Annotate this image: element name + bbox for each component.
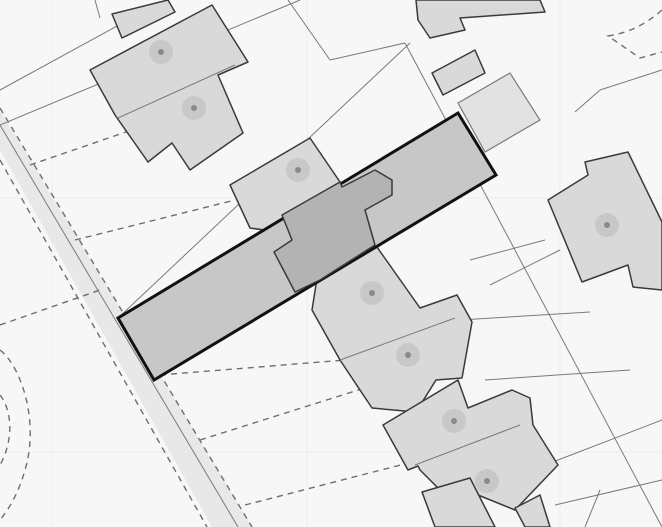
address-marker[interactable] [595,213,619,237]
selected-site[interactable] [115,110,499,383]
road-edge [0,124,239,527]
buildings [89,0,662,527]
address-marker[interactable] [286,158,310,182]
boundary-dashed [606,9,662,59]
building [514,494,551,527]
building-party-wall [117,64,236,119]
building [457,72,541,153]
building [89,4,249,171]
building [111,0,176,39]
building-party-wall [414,424,521,466]
selected-site-building-overlap [273,169,393,293]
building [431,49,486,96]
address-marker[interactable] [360,281,384,305]
address-marker[interactable] [396,343,420,367]
curved-road-dashed [0,349,31,521]
address-marker[interactable] [475,469,499,493]
parcel-dashed-lines [0,109,421,506]
curved-road-dashed [0,394,11,466]
building [421,477,496,527]
address-marker[interactable] [442,409,466,433]
address-marker[interactable] [182,96,206,120]
building [311,239,473,413]
building-party-wall [339,317,456,361]
address-markers [149,40,619,493]
building [382,379,559,521]
building [415,0,546,39]
address-marker[interactable] [149,40,173,64]
road-edge-dashed [0,159,208,527]
